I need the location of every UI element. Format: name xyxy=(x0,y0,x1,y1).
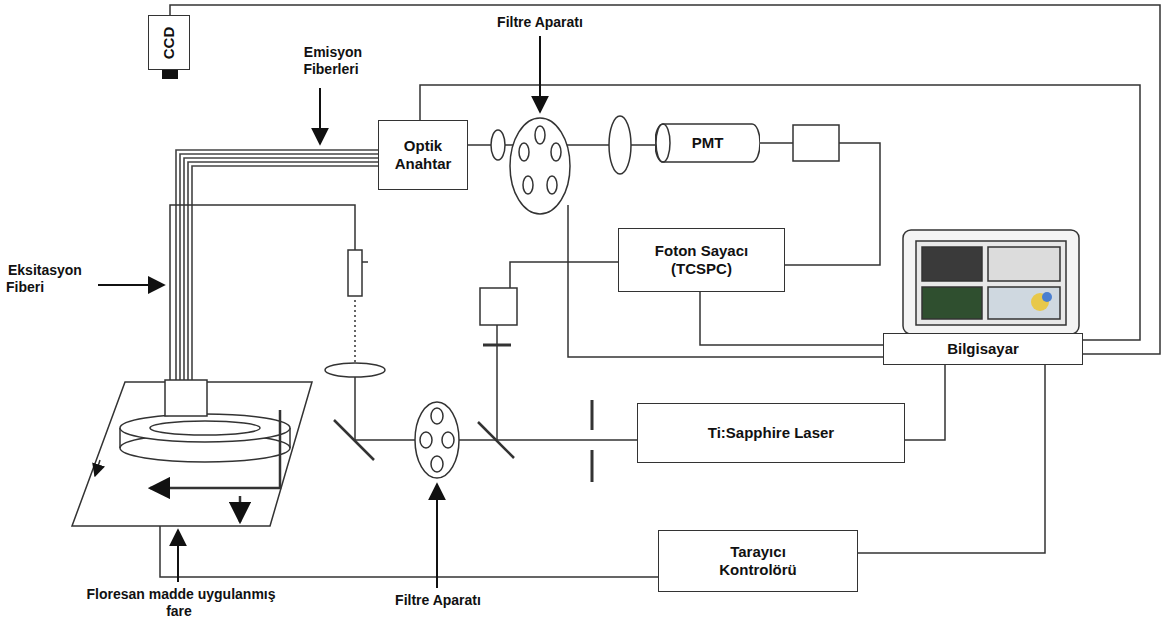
signal-line xyxy=(700,292,883,345)
emission-fibers xyxy=(176,150,378,380)
counter-box: Foton Sayacı (TCSPC) xyxy=(618,228,785,292)
trigger-path xyxy=(480,262,618,440)
node-text: CCD xyxy=(160,26,178,59)
part-label: Emisyon Fiberleri xyxy=(286,44,378,78)
node-text: PMT xyxy=(692,134,724,152)
excitation-fiber xyxy=(170,205,355,380)
label-text: Floresan madde uygulanmış fare xyxy=(84,586,275,619)
mouse-stage xyxy=(72,380,658,577)
label-text: Filtre Aparatı xyxy=(393,592,483,608)
camera-box: CCD xyxy=(148,15,190,70)
part-label: Filtre Aparatı xyxy=(478,14,602,31)
part-label: Filtre Aparatı xyxy=(378,592,498,609)
node-text: Bilgisayar xyxy=(947,340,1019,358)
computer-monitor xyxy=(903,230,1079,334)
pmt-cylinder: PMT xyxy=(655,123,760,163)
laser-beam xyxy=(325,250,637,482)
ccd-lens xyxy=(162,70,178,79)
label-text: Eksitasyon Fiberi xyxy=(6,262,82,295)
label-text: Filtre Aparatı xyxy=(495,14,585,30)
node-text: Ti:Sapphire Laser xyxy=(708,424,834,442)
signal-line xyxy=(170,5,1160,354)
node-text: Tarayıcı Kontrolörü xyxy=(703,543,813,579)
part-label: Eksitasyon Fiberi xyxy=(6,262,98,296)
signal-line xyxy=(420,85,1140,340)
label-text: Emisyon Fiberleri xyxy=(302,44,362,77)
filter-control-wire xyxy=(568,205,883,357)
laser-box: Ti:Sapphire Laser xyxy=(637,403,905,463)
pmt-amplifier xyxy=(793,125,839,161)
pointer-arrows xyxy=(98,36,540,588)
node-text: Optik Anahtar xyxy=(385,137,461,173)
controller-box: Tarayıcı Kontrolörü xyxy=(658,530,858,592)
signal-line xyxy=(905,365,945,440)
node-text: Foton Sayacı (TCSPC) xyxy=(627,242,777,278)
switch-box: Optik Anahtar xyxy=(378,120,468,190)
computer-box: Bilgisayar xyxy=(883,333,1083,365)
part-label: Floresan madde uygulanmış fare xyxy=(80,586,280,620)
emission-optics xyxy=(491,116,631,214)
